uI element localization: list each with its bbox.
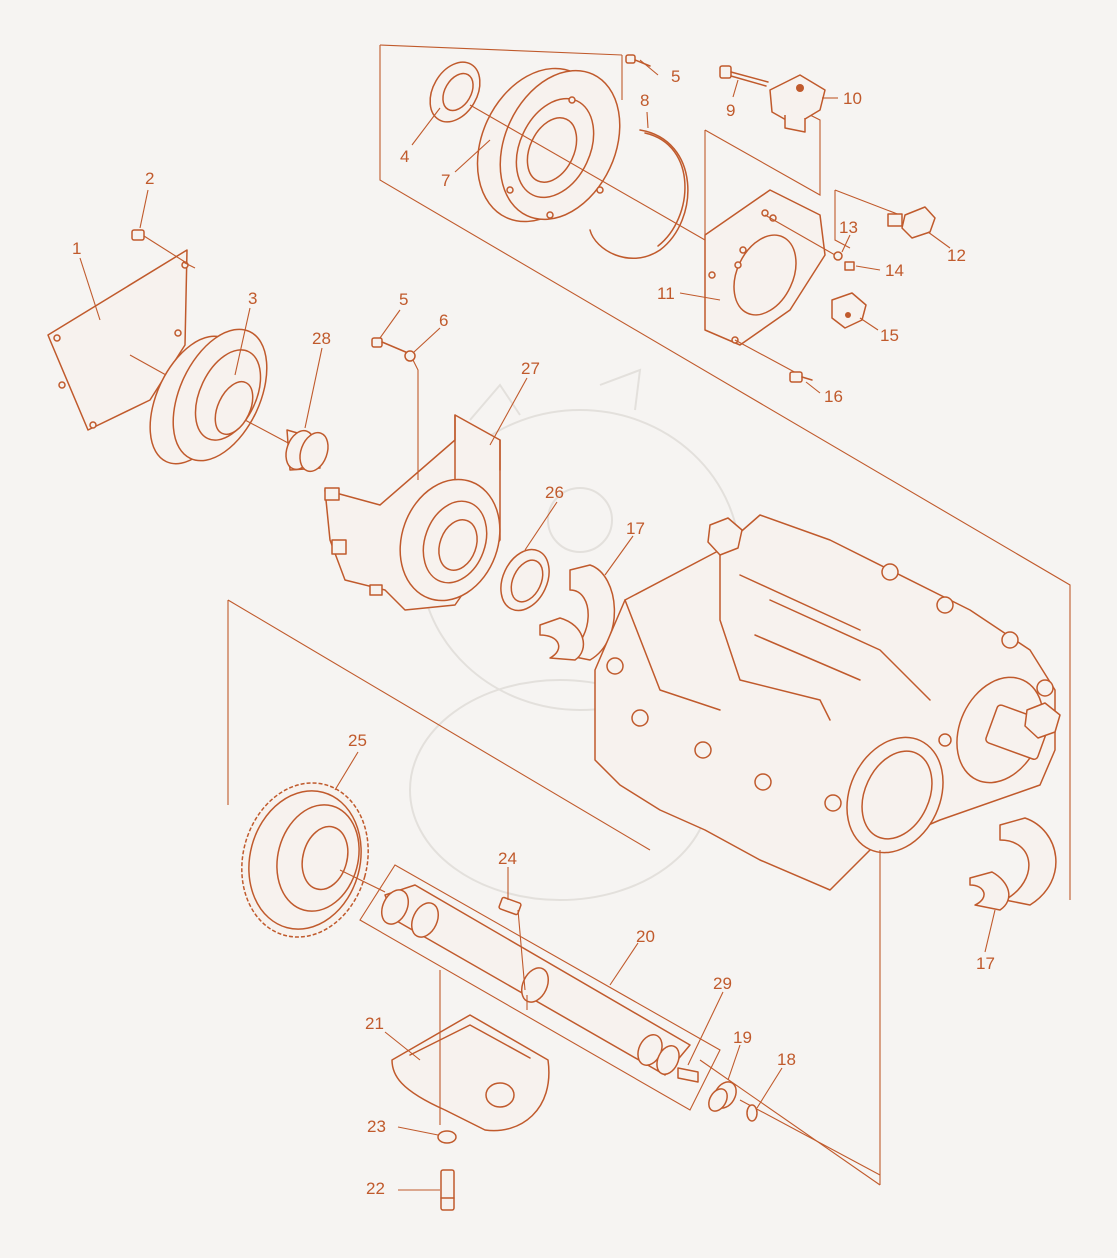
callout-24: 24 xyxy=(498,849,517,868)
part-26-seal xyxy=(500,548,550,612)
part-6-lockwasher xyxy=(404,350,419,480)
rear-assembly-frame xyxy=(379,44,1071,900)
callout-4: 4 xyxy=(400,147,409,166)
callout-10: 10 xyxy=(843,89,862,108)
part-20-shaft xyxy=(359,864,721,1111)
callout-25: 25 xyxy=(348,731,367,750)
part-11-flange-plate xyxy=(704,189,836,376)
front-assembly-frame xyxy=(227,599,881,1186)
part-19-nut xyxy=(708,1081,737,1112)
callout-22: 22 xyxy=(366,1179,385,1198)
callout-17-upper: 17 xyxy=(626,519,645,538)
callout-3: 3 xyxy=(248,289,257,308)
callout-27: 27 xyxy=(521,359,540,378)
main-gearbox-housing xyxy=(594,514,1061,891)
part-8-snap-ring xyxy=(589,129,689,260)
callout-9: 9 xyxy=(726,101,735,120)
callout-26: 26 xyxy=(545,483,564,502)
part-7-rear-cover xyxy=(469,67,706,241)
callout-5-lower: 5 xyxy=(399,290,408,309)
callout-20: 20 xyxy=(636,927,655,946)
callout-16: 16 xyxy=(824,387,843,406)
part-14-screw xyxy=(844,261,855,271)
part-10-block-fitting xyxy=(769,74,826,133)
part-12-fitting xyxy=(887,206,936,239)
callout-13: 13 xyxy=(839,218,858,237)
part-17-bearing-upper xyxy=(539,564,616,661)
part-2-screw xyxy=(131,229,186,263)
part-13-washer xyxy=(833,251,843,261)
callout-17-lower: 17 xyxy=(976,954,995,973)
part-1-cover-plate xyxy=(47,249,196,431)
callout-23: 23 xyxy=(367,1117,386,1136)
part-16-screw xyxy=(789,371,813,383)
callout-7: 7 xyxy=(441,171,450,190)
part-27-bracket-housing xyxy=(324,414,501,611)
part-17-bearing-lower xyxy=(969,817,1057,911)
callout-19: 19 xyxy=(733,1028,752,1047)
callout-18: 18 xyxy=(777,1050,796,1069)
part-28-bushing xyxy=(285,429,329,473)
part-9-bolt xyxy=(719,65,769,87)
part-24-key xyxy=(498,896,526,991)
part-23-washer xyxy=(437,1130,457,1144)
callout-labels: 1 2 3 4 5 5 6 7 8 9 10 11 12 13 14 15 16… xyxy=(72,67,995,1198)
callout-8: 8 xyxy=(640,91,649,110)
callout-6: 6 xyxy=(439,311,448,330)
part-22-bolt xyxy=(440,1169,455,1211)
housing-bolt-holes xyxy=(606,563,1054,812)
callout-15: 15 xyxy=(880,326,899,345)
callout-11: 11 xyxy=(657,284,675,303)
callout-21: 21 xyxy=(365,1014,384,1033)
callout-29: 29 xyxy=(713,974,732,993)
callout-12: 12 xyxy=(947,246,966,265)
part-4-seal-ring xyxy=(429,61,481,123)
part-25-gear xyxy=(241,782,386,938)
callout-2: 2 xyxy=(145,169,154,188)
part-21-bearing-cap xyxy=(391,970,550,1132)
part-5-screw-upper xyxy=(625,54,651,67)
callout-28: 28 xyxy=(312,329,331,348)
callout-14: 14 xyxy=(885,261,904,280)
part-18-washer xyxy=(746,1104,758,1122)
leader-lines xyxy=(79,59,996,1191)
callout-5-upper: 5 xyxy=(671,67,680,86)
part-3-pulley xyxy=(149,328,321,465)
part-5-screw-lower xyxy=(371,337,409,354)
callout-1: 1 xyxy=(72,239,81,258)
part-15-fitting xyxy=(831,292,867,329)
